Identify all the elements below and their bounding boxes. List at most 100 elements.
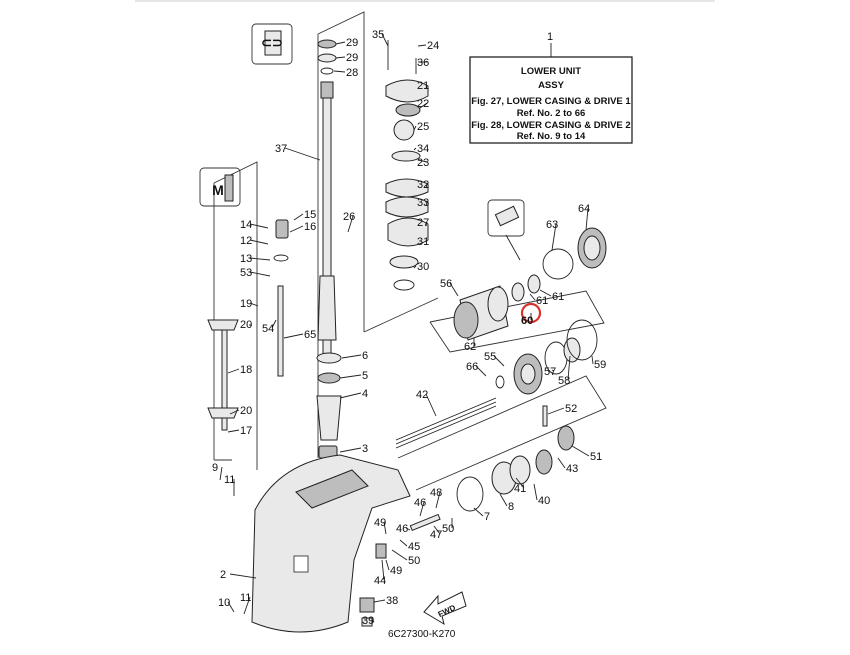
part-callout-66: 66: [466, 361, 478, 373]
leader-line: [284, 147, 321, 161]
leader-line: [417, 159, 428, 163]
part-callout-61: 61: [536, 295, 548, 307]
shift-rod-frame: [213, 161, 258, 470]
part-callout-18: 18: [240, 364, 252, 376]
leader-line: [539, 289, 552, 297]
leader-line: [473, 507, 484, 517]
leader-line: [533, 483, 538, 501]
part-callout-40: 40: [538, 495, 550, 507]
part-callout-63: 63: [546, 219, 558, 231]
bearing-housing: [453, 285, 509, 341]
part-callout-9: 9: [212, 462, 218, 474]
part-callout-37: 37: [275, 143, 287, 155]
leader-line: [339, 447, 362, 453]
water-pump-stack: [385, 40, 429, 291]
leader-line: [249, 223, 269, 229]
leader-line: [227, 601, 235, 613]
part-callout-55: 55: [484, 351, 496, 363]
part-callout-19: 19: [240, 298, 252, 310]
part-callout-35: 35: [372, 29, 384, 41]
leader-line: [435, 491, 441, 509]
leader-line: [413, 147, 417, 151]
leader-line: [493, 355, 505, 367]
detail-box-shift: ⊂⊃: [251, 23, 293, 65]
part-callout-8: 8: [508, 501, 514, 513]
leader-line: [515, 477, 525, 489]
part-callout-36: 36: [417, 57, 429, 69]
leader-line: [249, 239, 269, 245]
part-callout-54: 54: [262, 323, 274, 335]
leader-line: [339, 392, 362, 399]
leader-line: [227, 429, 240, 433]
leader-line: [551, 223, 557, 251]
lower-casing: [251, 454, 411, 633]
leader-line: [383, 521, 387, 535]
leader-line: [529, 293, 536, 301]
leader-line: [371, 619, 375, 623]
part-callout-50: 50: [408, 555, 420, 567]
part-callout-48: 48: [430, 487, 442, 499]
leader-line: [567, 355, 571, 381]
part-callout-2: 2: [220, 569, 226, 581]
part-callout-43: 43: [566, 463, 578, 475]
leader-line: [249, 302, 259, 307]
leader-line: [425, 201, 428, 207]
leader-line: [399, 539, 408, 547]
part-callout-33: 33: [417, 197, 429, 209]
part-callout-58: 58: [558, 375, 570, 387]
leader-line: [547, 407, 565, 415]
svg-text:M: M: [212, 182, 224, 198]
leader-line: [335, 56, 346, 59]
leader-line: [449, 282, 459, 297]
part-callout-39: 39: [362, 615, 374, 627]
part-callout-3: 3: [362, 443, 368, 455]
part-callout-29: 29: [346, 37, 358, 49]
leader-line: [425, 84, 428, 90]
leader-line: [333, 70, 346, 73]
leader-line: [249, 271, 271, 277]
leader-line: [425, 221, 428, 227]
part-callout-10: 10: [218, 597, 230, 609]
shift-rod: [207, 219, 289, 431]
part-callout-7: 7: [484, 511, 490, 523]
leader-line: [227, 368, 240, 374]
part-callout-16: 16: [304, 221, 316, 233]
leader-line: [591, 355, 594, 365]
part-callout-4: 4: [362, 388, 368, 400]
part-callout-15: 15: [304, 209, 316, 221]
part-callout-42: 42: [416, 389, 428, 401]
title-box-ref-number: 1: [547, 31, 553, 43]
leader-line: [413, 125, 417, 131]
part-callout-23: 23: [417, 157, 429, 169]
part-callout-52: 52: [565, 403, 577, 415]
part-callout-53: 53: [240, 267, 252, 279]
leader-line: [551, 369, 555, 372]
leader-line: [557, 457, 566, 469]
part-callout-25: 25: [417, 121, 429, 133]
part-callout-65: 65: [304, 329, 316, 341]
leader-line: [219, 466, 223, 481]
part-callout-6: 6: [362, 350, 368, 362]
leader-line: [335, 41, 346, 45]
part-callout-64: 64: [578, 203, 590, 215]
part-callout-20: 20: [240, 405, 252, 417]
part-callout-57: 57: [544, 366, 556, 378]
leader-line: [339, 374, 362, 379]
part-callout-22: 22: [417, 98, 429, 110]
part-callout-12: 12: [240, 235, 252, 247]
part-callout-44: 44: [374, 575, 386, 587]
leader-line: [283, 333, 304, 339]
part-callout-14: 14: [240, 219, 252, 231]
part-callout-34: 34: [417, 143, 429, 155]
part-callout-41: 41: [514, 483, 526, 495]
leader-line: [381, 33, 389, 47]
leader-line: [293, 213, 304, 221]
drive-shaft: [317, 81, 337, 359]
leader-line: [585, 207, 589, 231]
part-callout-5: 5: [362, 370, 368, 382]
part-callout-29: 29: [346, 52, 358, 64]
part-callout-30: 30: [417, 261, 429, 273]
